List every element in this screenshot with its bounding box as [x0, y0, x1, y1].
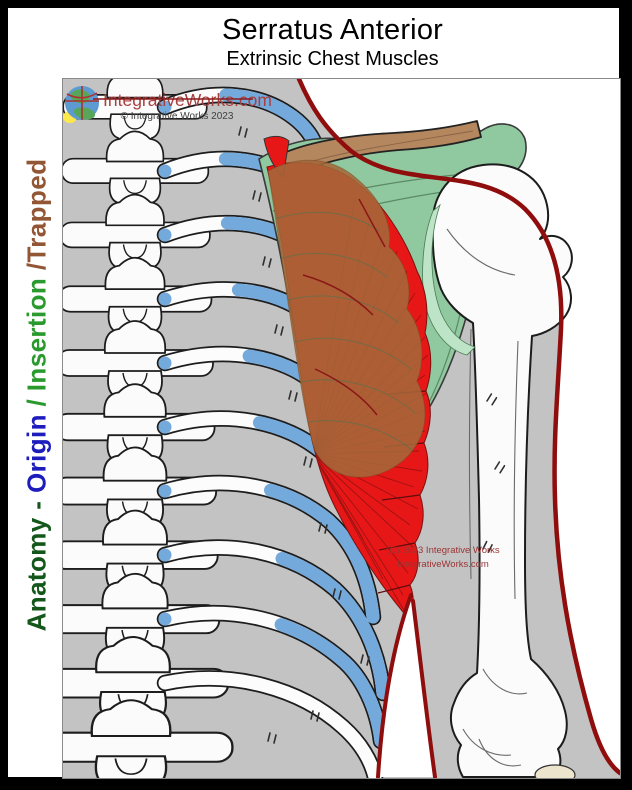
side-label-segment: Anatomy: [21, 517, 52, 632]
axilla-notch: [376, 593, 437, 778]
header: Serratus Anterior Extrinsic Chest Muscle…: [54, 14, 611, 71]
glenoid-insertion-crescent: [422, 203, 476, 356]
trapped-referral-overlay: [267, 159, 426, 478]
side-label-segment: Insertion: [21, 277, 52, 392]
side-label-segment: Trapped: [21, 158, 52, 263]
anatomy-figure: IntegrativeWorks.com © Integrative Works…: [62, 78, 621, 779]
page-title: Serratus Anterior: [222, 14, 443, 46]
side-label-segment: /: [21, 262, 52, 278]
poster-page: Serratus Anterior Extrinsic Chest Muscle…: [8, 8, 621, 779]
figure-credit: (C) 2023 Integrative Works IntegrativeWo…: [386, 545, 500, 570]
humerus-detail-lines: [446, 228, 528, 767]
anatomy-illustration: IntegrativeWorks.com © Integrative Works…: [63, 79, 620, 778]
side-label-segment: -: [21, 493, 52, 518]
digitation-lines: [377, 390, 427, 594]
globe-icon: [63, 86, 99, 123]
watermark-site: IntegrativeWorks.com: [103, 90, 272, 110]
page-subtitle: Extrinsic Chest Muscles: [226, 48, 439, 71]
radius-head-bone: [534, 764, 576, 778]
side-label-segment: Origin: [21, 414, 52, 494]
watermark: IntegrativeWorks.com © Integrative Works…: [63, 86, 272, 123]
watermark-copyright: © Integrative Works 2023: [121, 111, 234, 122]
trapped-overlay-lines: [274, 198, 416, 452]
figure-credit-line2: IntegrativeWorks.com: [397, 559, 489, 570]
body-outline: [296, 79, 620, 776]
rib-cage: [156, 86, 392, 778]
side-label-segment: /: [21, 391, 52, 415]
figure-credit-line1: (C) 2023 Integrative Works: [386, 545, 500, 556]
side-label: Anatomy - Origin / Insertion /Trapped: [22, 159, 53, 632]
